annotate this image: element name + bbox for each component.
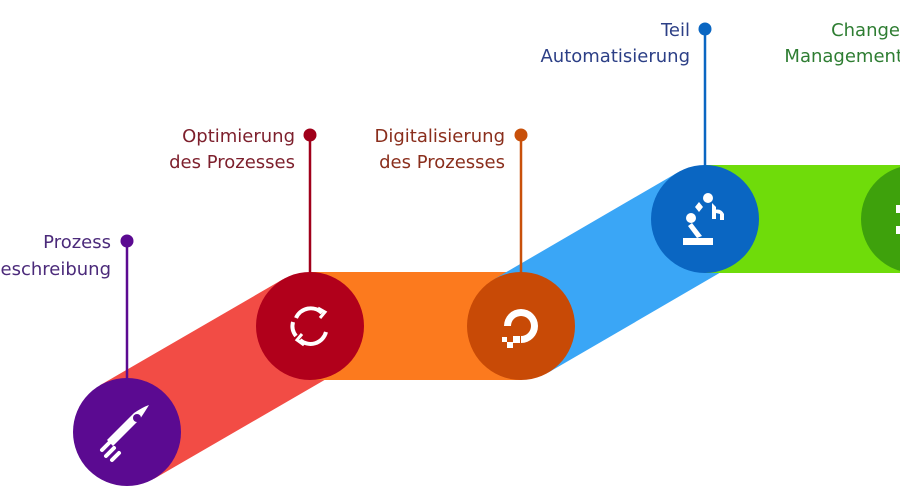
robot-arm-icon <box>683 193 724 245</box>
step-2-node <box>256 272 364 380</box>
step-3-node <box>467 272 575 380</box>
digital-ocean-icon <box>502 309 538 348</box>
rocket-icon <box>100 405 149 462</box>
step-5-label-line1: Change <box>831 20 900 41</box>
connector-2 <box>303 128 317 275</box>
connector-4 <box>698 22 712 168</box>
step-4-node <box>651 165 759 273</box>
step-5-node <box>861 167 900 271</box>
step-1-label-line2: Beschreibung <box>0 259 111 280</box>
change-icon <box>896 205 900 234</box>
step-5-label-line2: Management <box>784 46 900 67</box>
connector-1 <box>120 234 134 380</box>
connector-3 <box>514 128 528 275</box>
refresh-cycle-icon <box>290 306 328 347</box>
step-3-label-line1: Digitalisierung <box>375 126 505 147</box>
step-3-label-line2: des Prozesses <box>379 152 505 173</box>
step-4-label-line2: Automatisierung <box>540 46 690 67</box>
step-2-label-line2: des Prozesses <box>169 152 295 173</box>
step-1-label-line1: Prozess <box>43 232 111 253</box>
step-2-label-line1: Optimierung <box>182 126 295 147</box>
step-4-label-line1: Teil <box>660 20 690 41</box>
step-1-node <box>73 378 181 486</box>
